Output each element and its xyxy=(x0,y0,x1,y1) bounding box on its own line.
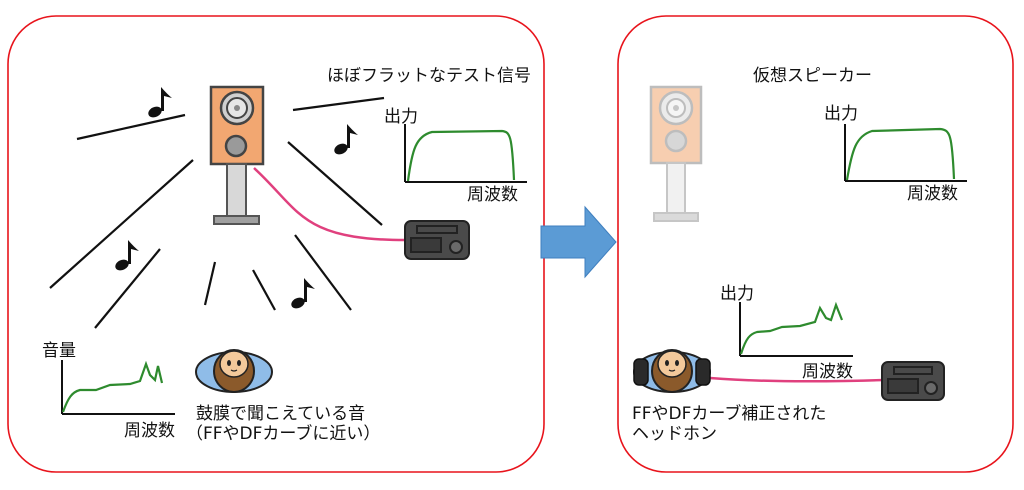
headphone-caption-line1: FFやDFカーブ補正された xyxy=(632,404,827,424)
right-panel xyxy=(617,15,1014,473)
virtual-output-graph-flat xyxy=(844,124,967,182)
headphone-cable xyxy=(709,376,885,383)
virtual-flat-response-curve xyxy=(845,127,956,181)
output-graph-flat xyxy=(404,124,527,183)
virtual-speaker-label: 仮想スピーカー xyxy=(753,66,872,86)
music-note-icon xyxy=(148,87,172,118)
eardrum-response-curve xyxy=(61,360,164,413)
head-icon xyxy=(195,349,273,393)
virtual-output-x-label: 周波数 xyxy=(907,184,958,204)
arrow-right-icon xyxy=(540,205,617,279)
audio-player-icon xyxy=(404,220,470,260)
headphone-caption-line2: ヘッドホン xyxy=(632,424,717,444)
sound-wave-lines xyxy=(49,96,385,329)
volume-x-label: 周波数 xyxy=(124,421,175,441)
speaker-icon xyxy=(209,85,265,225)
headphone-graph-x-label: 周波数 xyxy=(802,362,853,382)
headphone-eardrum-graph xyxy=(739,301,853,357)
music-note-icon xyxy=(334,124,358,155)
test-signal-label: ほぼフラットなテスト信号 xyxy=(327,66,531,86)
headphones-icon xyxy=(633,349,711,393)
eardrum-volume-graph xyxy=(61,360,175,415)
output-x-label: 周波数 xyxy=(467,185,518,205)
virtual-output-y-label: 出力 xyxy=(824,104,858,124)
music-note-icon xyxy=(115,240,139,271)
audio-player-icon xyxy=(881,361,945,401)
eardrum-caption-line1: 鼓膜で聞こえている音 xyxy=(196,404,366,424)
volume-y-label: 音量 xyxy=(42,341,76,361)
headphone-graph-y-label: 出力 xyxy=(720,284,754,304)
output-y-label: 出力 xyxy=(384,107,418,127)
headphone-eardrum-curve xyxy=(739,301,844,355)
flat-response-curve xyxy=(406,129,516,182)
eardrum-caption-line2: （FFやDFカーブに近い） xyxy=(186,424,381,444)
music-note-icon xyxy=(291,278,315,309)
audio-cable xyxy=(253,167,406,242)
virtual-speaker-icon xyxy=(649,85,703,222)
